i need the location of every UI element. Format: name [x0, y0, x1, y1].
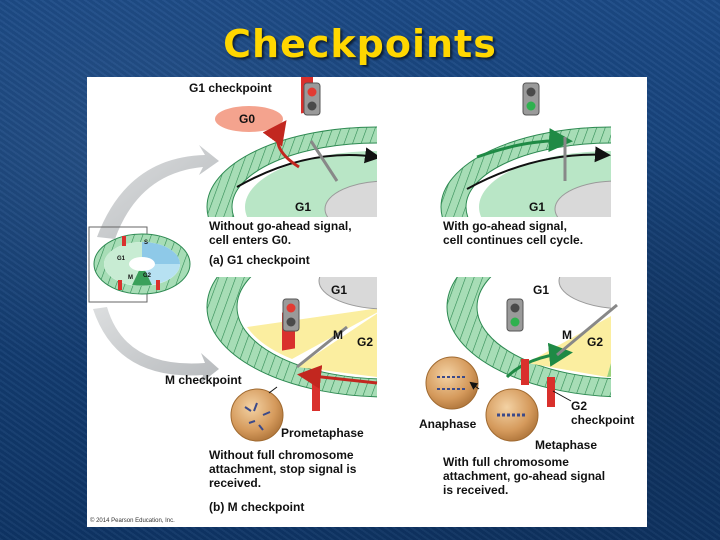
label-cell-enters-g0: cell enters G0. [209, 233, 292, 247]
label-without-full: Without full chromosome [209, 448, 354, 462]
gray-arrow-down [93, 307, 219, 383]
arrow-to-g0 [262, 120, 300, 169]
label-cell-continues: cell continues cell cycle. [443, 233, 584, 247]
label-g2-checkpoint-1: G2 [571, 399, 588, 413]
label-attachment-stop: attachment, stop signal is [209, 462, 357, 476]
panel-a-right-wheel [440, 126, 611, 217]
prometaphase-cell [230, 388, 284, 442]
anaphase-cell [425, 356, 479, 410]
label-is-received: is received. [443, 483, 509, 497]
label-g1-checkpoint: G1 checkpoint [189, 81, 272, 95]
label-g2-checkpoint-2: checkpoint [571, 413, 635, 427]
label-part-a: (a) G1 checkpoint [209, 253, 310, 267]
label-with-goahead: With go-ahead signal, [443, 219, 567, 233]
label-g1-a-left: G1 [295, 200, 312, 214]
label-mini-g1: G1 [117, 256, 126, 262]
label-g1-b-right: G1 [533, 283, 550, 297]
label-prometaphase: Prometaphase [281, 426, 364, 440]
label-g2-b-left: G2 [357, 335, 374, 349]
label-mini-s: S [144, 240, 149, 246]
label-attachment-go: attachment, go-ahead signal [443, 469, 606, 483]
mini-cell-cycle [88, 226, 191, 303]
label-g0: G0 [239, 112, 256, 126]
label-received: received. [209, 476, 262, 490]
figure-drawing [88, 77, 618, 442]
label-g1-a-right: G1 [529, 200, 546, 214]
label-metaphase: Metaphase [535, 438, 598, 452]
label-m-b-right: M [562, 328, 572, 342]
label-anaphase: Anaphase [419, 417, 477, 431]
checkpoint-lever [309, 140, 339, 182]
label-mini-m: M [128, 275, 133, 281]
panel-a-left-wheel [206, 126, 377, 217]
label-m-checkpoint: M checkpoint [165, 373, 242, 387]
copyright-notice: © 2014 Pearson Education, Inc. [90, 518, 175, 524]
label-part-b: (b) M checkpoint [209, 500, 305, 514]
label-mini-g2: G2 [143, 273, 152, 279]
label-m-b-left: M [333, 328, 343, 342]
label-g2-b-right: G2 [587, 335, 604, 349]
label-without-goahead: Without go-ahead signal, [209, 219, 352, 233]
slide-title: Checkpoints [223, 22, 497, 66]
cell-cycle-checkpoint-figure: G1 checkpoint G0 G1 Without go-ahead sig… [87, 77, 647, 527]
label-g1-b-left: G1 [331, 283, 348, 297]
gray-arrow-up [97, 145, 219, 239]
label-with-full: With full chromosome [443, 455, 569, 469]
